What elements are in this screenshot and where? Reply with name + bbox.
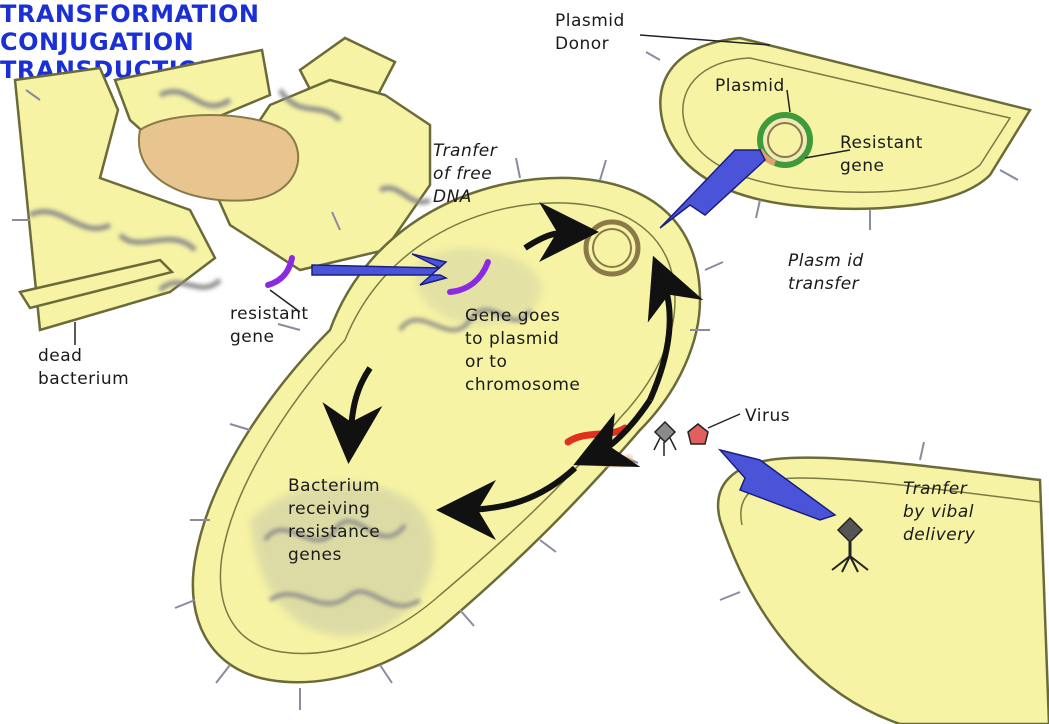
- dead-bacterium-label: dead bacterium: [38, 345, 129, 391]
- transfer-free-dna-label: Tranfer of free DNA: [433, 140, 497, 209]
- free-resistant-gene: [268, 258, 292, 285]
- transfer-viral-label: Tranfer by vibal delivery: [903, 478, 975, 547]
- gene-goes-label: Gene goes to plasmid or to chromosome: [465, 305, 580, 397]
- resistant-gene-right-label: Resistant gene: [840, 132, 923, 178]
- donor-plasmid-ring-icon: [760, 115, 810, 165]
- plasmid-donor-label: Plasmid Donor: [555, 10, 625, 56]
- plasmid-label: Plasmid: [715, 75, 785, 98]
- virus-label: Virus: [745, 405, 790, 428]
- bacterium-receiving-label: Bacterium receiving resistance genes: [288, 475, 380, 567]
- recipient-plasmid-ring-icon: [586, 222, 638, 274]
- resistant-gene-left-label: resistant gene: [230, 303, 309, 349]
- plasmid-transfer-label: Plasm id transfer: [788, 250, 864, 296]
- virus-icon: [654, 414, 740, 456]
